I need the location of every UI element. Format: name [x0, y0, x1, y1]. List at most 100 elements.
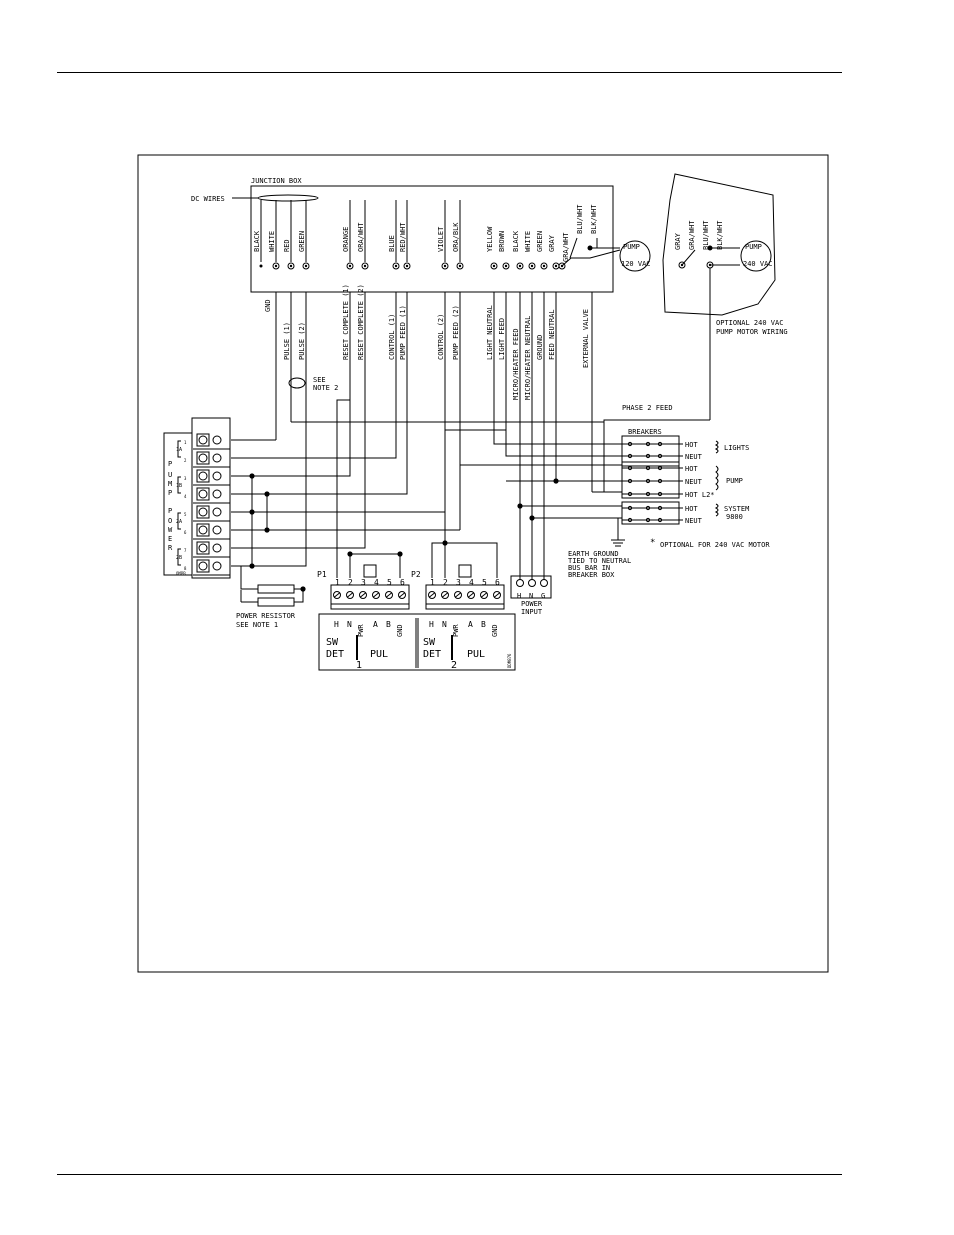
wire-terminal: [272, 262, 280, 270]
wire-color-right: BLU/WHT: [576, 204, 584, 234]
strip-terminal-number: 2: [184, 458, 187, 463]
p2-pin-number: 4: [469, 578, 474, 587]
power-resistor-label: POWER RESISTOR: [236, 612, 296, 620]
power-input-n: N: [529, 592, 533, 600]
strip-side-letter: W: [168, 526, 173, 534]
breaker-line-label: HOT: [685, 505, 698, 513]
strip-side-letter: P: [168, 489, 172, 497]
wire-terminal: [346, 262, 354, 270]
connector-corner-code: DDM876: [507, 653, 512, 668]
wire-terminal: [361, 262, 369, 270]
sw-2: SW: [423, 637, 436, 648]
wire-color-right: GREEN: [536, 231, 544, 252]
wire-terminal: [456, 262, 464, 270]
wire-color-left: ORA/WHT: [357, 222, 365, 252]
pul-2: PUL: [467, 649, 485, 660]
strip-group-label: 1B: [176, 483, 182, 489]
wire-color-left: VIOLET: [437, 226, 445, 252]
breaker-line-label: HOT: [685, 465, 698, 473]
strip-side-letter: O: [168, 517, 172, 525]
optional-wire-color: BLU/WHT: [702, 220, 710, 250]
wire-function-left: PUMP FEED (2): [452, 305, 460, 360]
m2-module-label: H: [429, 620, 434, 629]
junction-box: JUNCTION BOX DC WIRES BLACK WHITE RED GREEN…: [191, 177, 651, 400]
wire-function-right: GROUND: [536, 335, 544, 360]
wire-function-left: RESET COMPLETE (2): [357, 284, 365, 360]
p1-label: P1: [317, 570, 327, 579]
p2-pin-number: 5: [482, 578, 487, 587]
bottom-rule: [57, 1174, 842, 1175]
m1-module-label: PWR: [357, 624, 365, 637]
breakers-label: BREAKERS: [628, 428, 662, 436]
wire-function-right: MICRO/HEATER FEED: [512, 328, 520, 400]
det-num-2: 2: [451, 660, 457, 671]
optional-caption-1: OPTIONAL 240 VAC: [716, 319, 783, 327]
wire-color-right: GRAY: [548, 234, 556, 252]
strip-terminal-number: 5: [184, 512, 187, 517]
strip-terminal-number: 1: [184, 440, 187, 445]
wire-function-left: RESET COMPLETE (1): [342, 284, 350, 360]
wire-color-left: ORA/BLK: [452, 222, 460, 252]
wire-color-right: WHITE: [524, 231, 532, 252]
p2-pin-number: 1: [430, 578, 435, 587]
optional-wire-color: GRA/WHT: [688, 220, 696, 250]
wire-color-left: GREEN: [298, 231, 306, 252]
sw-1: SW: [326, 637, 339, 648]
pump-120-circle: [619, 240, 651, 272]
wire-color-left: RED: [283, 239, 291, 252]
wire-color-left: BLACK: [253, 230, 261, 252]
m1-module-label: H: [334, 620, 339, 629]
m1-module-label: B: [386, 620, 391, 629]
wire-function-left: CONTROL (1): [388, 314, 396, 360]
optional-asterisk: *: [650, 538, 655, 548]
strip-corner-code: OMPB: [176, 571, 186, 576]
wire-color-left: ORANGE: [342, 227, 350, 252]
wire-color-left: BLUE: [388, 235, 396, 252]
wire-terminal: [540, 262, 548, 270]
group-system: SYSTEM: [724, 505, 749, 513]
optional-240-note: OPTIONAL FOR 240 VAC MOTOR: [660, 541, 770, 549]
power-input-label-1: POWER: [521, 600, 543, 608]
breaker-line-label: NEUT: [685, 517, 703, 525]
junction-box-title: JUNCTION BOX: [251, 177, 302, 185]
see-note-2-line-2: NOTE 2: [313, 384, 338, 392]
strip-side-letter: R: [168, 544, 173, 552]
m1-module-label: GND: [396, 624, 404, 637]
earth-note-1: EARTH GROUND: [568, 550, 619, 558]
strip-side-letter: U: [168, 471, 172, 479]
dc-wires-label: DC WIRES: [191, 195, 225, 203]
wire-terminal: [287, 262, 295, 270]
m2-module-label: A: [468, 620, 473, 629]
wire-color-right: BROWN: [498, 231, 506, 252]
top-rule: [57, 72, 842, 73]
breaker-line-label: HOT: [685, 441, 698, 449]
strip-side-letter: E: [168, 535, 172, 543]
wire-color-right: GRA/WHT: [562, 232, 570, 262]
power-input-g: G: [541, 592, 545, 600]
power-resistor-note: SEE NOTE 1: [236, 621, 278, 629]
wire-function-right: MICRO/HEATER NEUTRAL: [524, 316, 532, 400]
m1-module-label: A: [373, 620, 378, 629]
wire-terminal: [441, 262, 449, 270]
see-note-2-line-1: SEE: [313, 376, 326, 384]
wire-function-left: PULSE (2): [298, 322, 306, 360]
earth-note-2: TIED TO NEUTRAL: [568, 557, 631, 565]
dc-wires-bundle: [257, 194, 319, 202]
wire-function-right: FEED NEUTRAL: [548, 309, 556, 360]
pul-1: PUL: [370, 649, 388, 660]
p1-pin-number: 5: [387, 578, 392, 587]
m1-module-label: N: [347, 620, 352, 629]
earth-note-4: BREAKER BOX: [568, 571, 615, 579]
power-input-terminal: H N G POWER INPUT: [510, 575, 552, 616]
p2-pin-number: 6: [495, 578, 500, 587]
optional-caption-2: PUMP MOTOR WIRING: [716, 328, 788, 336]
strip-terminal-number: 3: [184, 476, 187, 481]
optional-wire-color: BLK/WHT: [716, 220, 724, 250]
pump-240-voltage: 240 VAC: [743, 260, 773, 268]
power-input-label-2: INPUT: [521, 608, 543, 616]
wire-terminal: [302, 262, 310, 270]
phase-2-feed-label: PHASE 2 FEED: [622, 404, 673, 412]
